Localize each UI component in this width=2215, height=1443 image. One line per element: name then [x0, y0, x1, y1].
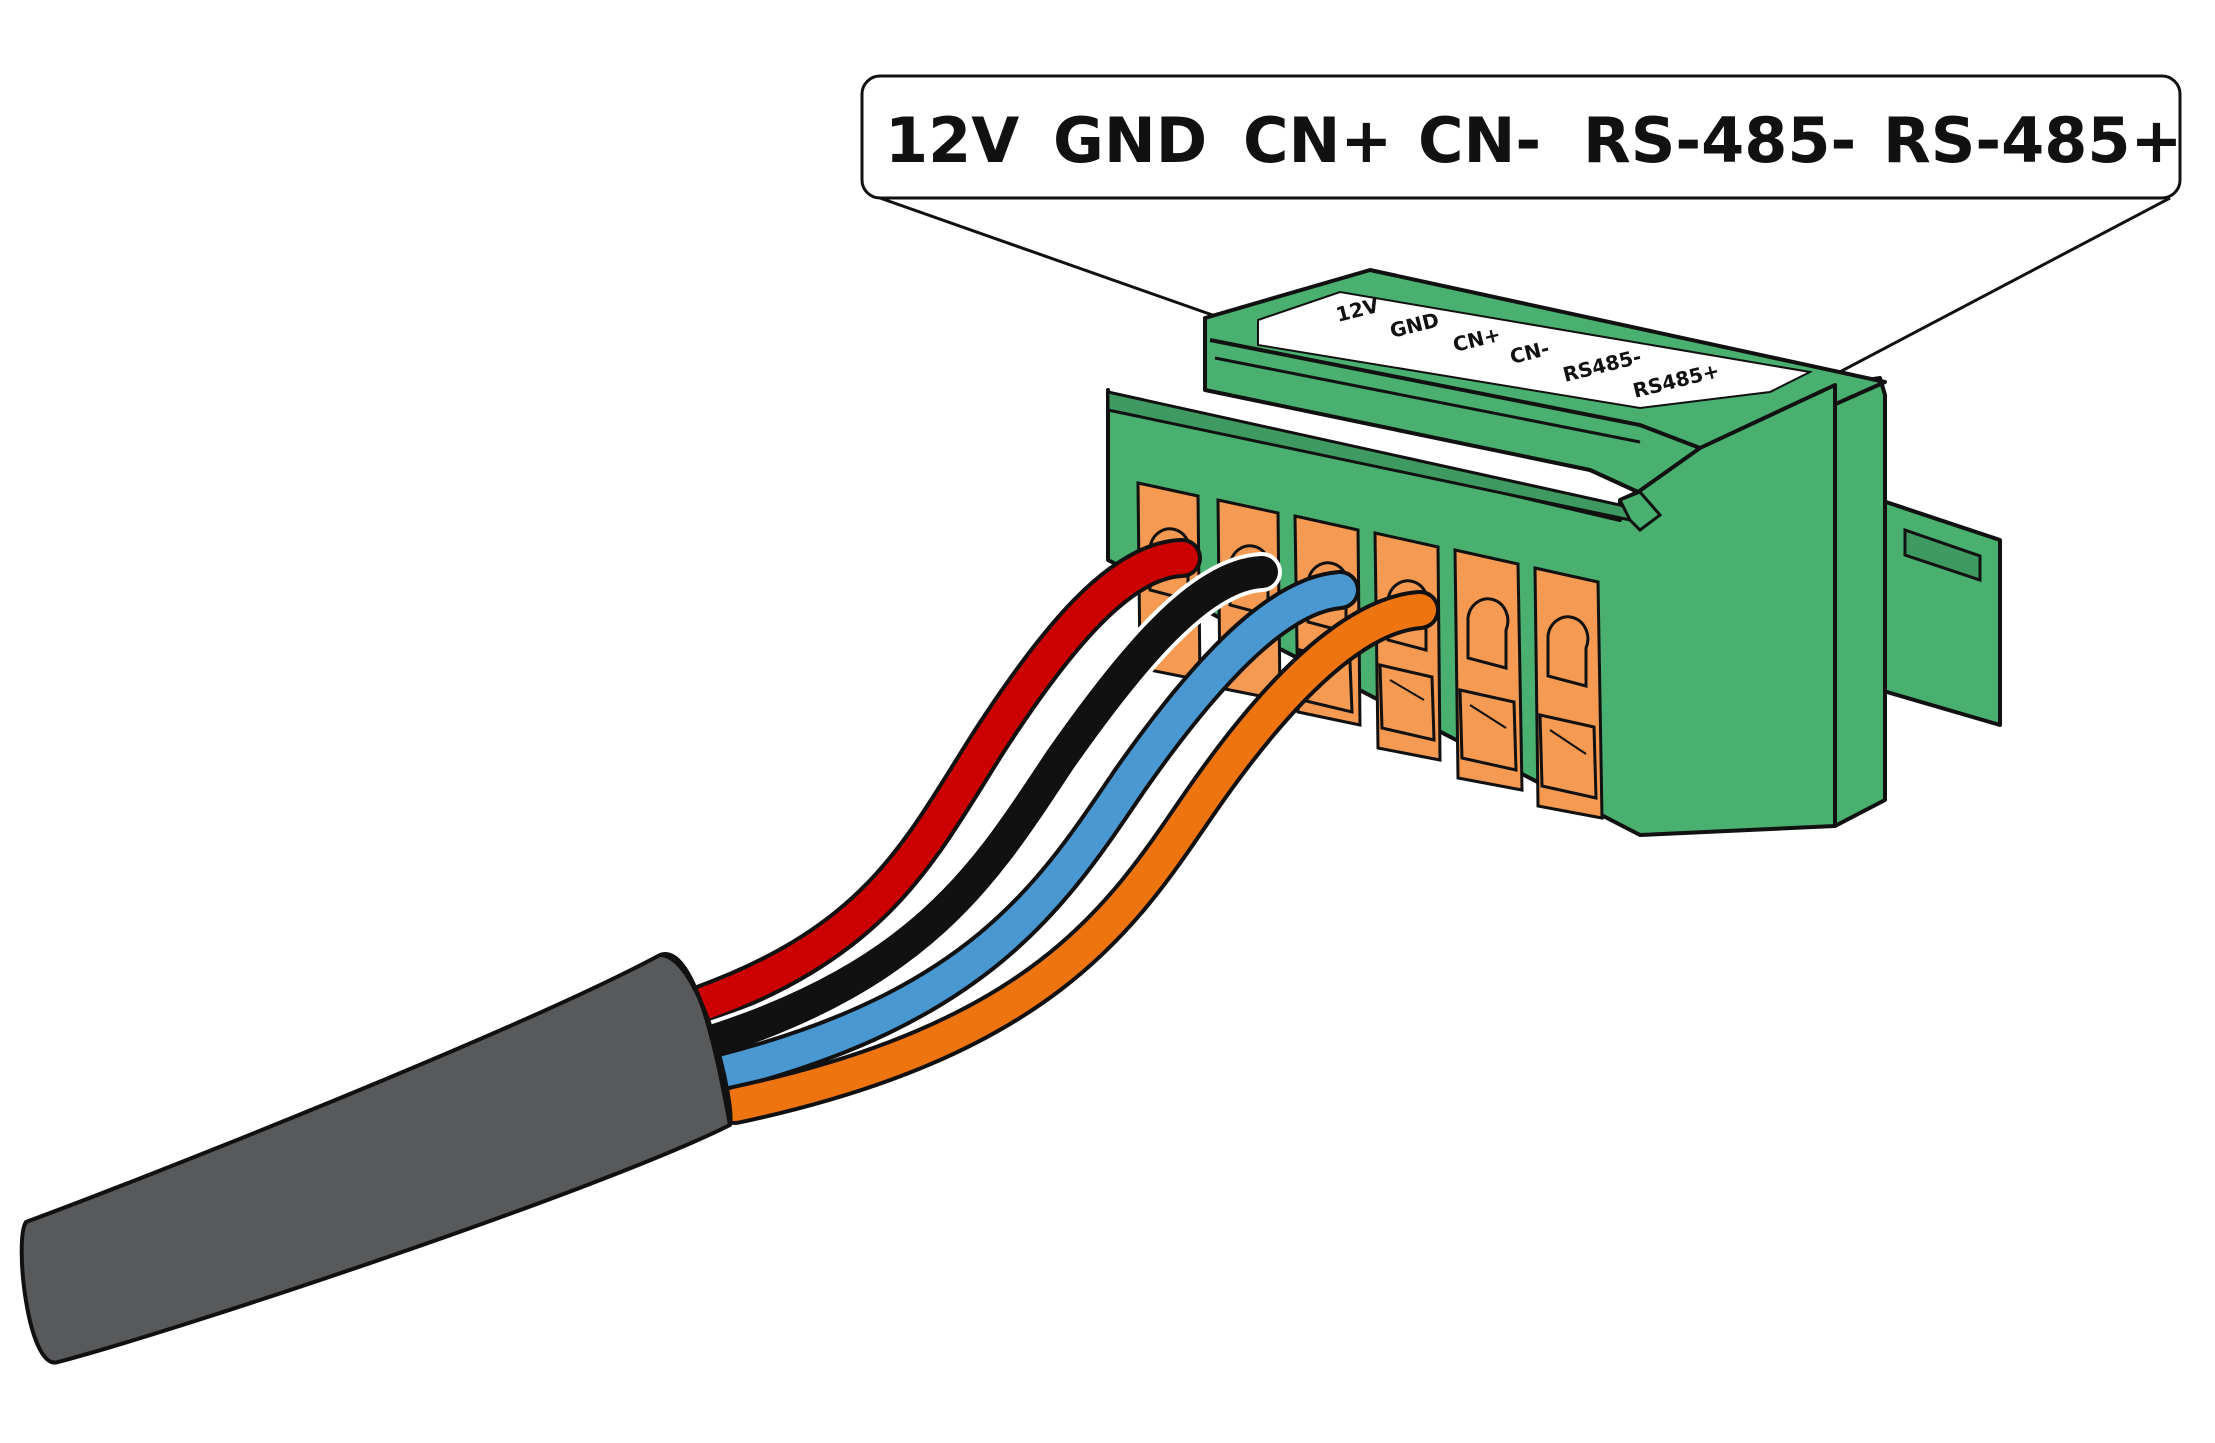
callout-label-rs485-plus: RS-485+ [1883, 104, 2183, 177]
cable-wires [680, 538, 1440, 1125]
pin-label-callout: 12V GND CN+ CN- RS-485- RS-485+ [860, 74, 2183, 387]
callout-label-gnd: GND [1053, 104, 1207, 177]
callout-label-cn-minus: CN- [1418, 104, 1541, 177]
callout-label-cn-plus: CN+ [1243, 104, 1392, 177]
callout-leader-right [1814, 196, 2171, 387]
terminal-pin-4 [1373, 531, 1442, 762]
callout-label-rs485-minus: RS-485- [1583, 104, 1856, 177]
callout-label-12v: 12V [885, 104, 1019, 177]
connector-latch [1878, 498, 2002, 727]
terminal-pin-6 [1533, 566, 1604, 820]
cable-jacket [19, 952, 733, 1365]
callout-leader-left [879, 196, 1256, 332]
terminal-pin-5 [1453, 548, 1524, 792]
cable-jacket-body [19, 952, 732, 1365]
terminal-pins [1136, 481, 1604, 820]
callout-box [860, 74, 2182, 200]
connector-side-face [1833, 376, 1887, 828]
top-label-strip [1257, 290, 1814, 410]
